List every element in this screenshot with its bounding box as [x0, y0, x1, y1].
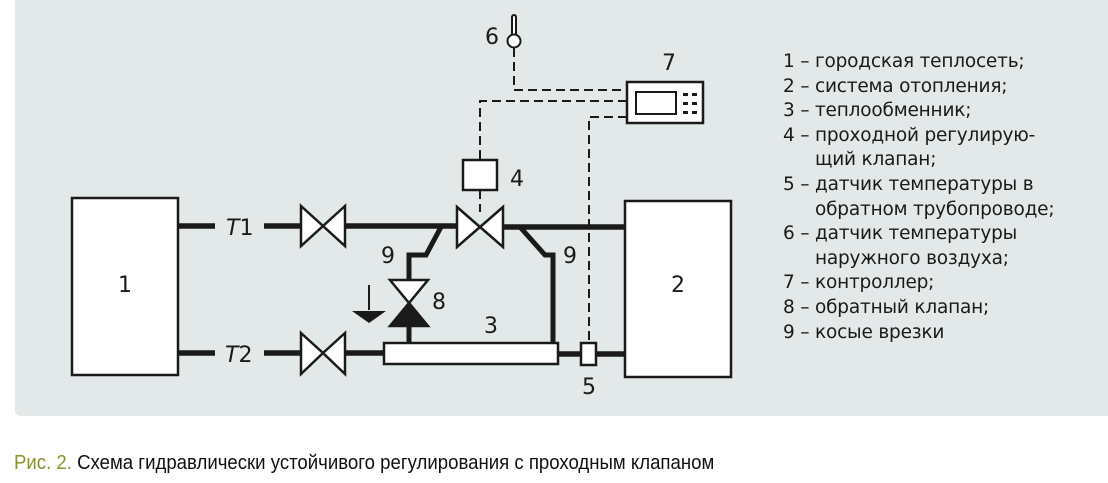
figure-title: Схема гидравлически устойчивого регулиро…: [77, 452, 715, 474]
legend: 1 – городская теплосеть; 2 – система ото…: [783, 50, 1108, 345]
legend-text: косые врезки: [814, 321, 945, 343]
legend-text: теплообменник;: [814, 100, 972, 122]
actuator-label: 4: [510, 167, 524, 192]
legend-text: контроллер;: [814, 272, 935, 294]
control-valve-icon: [455, 204, 505, 250]
heating-system-box: [623, 199, 733, 379]
controller-icon: [625, 80, 705, 125]
legend-item: 7 – контроллер;: [783, 271, 1108, 296]
legend-number: 4 –: [783, 124, 815, 146]
box-1-label: 1: [118, 273, 132, 298]
legend-number: 5 –: [783, 173, 815, 195]
check-valve-label: 8: [432, 290, 446, 315]
heat-exchanger-label: 3: [484, 314, 498, 339]
outdoor-sensor-label: 6: [485, 25, 499, 50]
bypass-pipe-left: [406, 225, 444, 281]
legend-number: 7 –: [783, 272, 815, 294]
legend-text: обратный клапан;: [814, 296, 990, 318]
legend-item: 9 – косые врезки: [783, 321, 1108, 346]
bypass-left-label: 9: [381, 244, 395, 269]
outdoor-thermometer-icon: [506, 14, 522, 49]
bypass-pipe-right: [518, 225, 556, 345]
heat-exchanger-box: [382, 341, 560, 366]
figure-caption: Рис. 2. Схема гидравлически устойчивого …: [14, 452, 714, 475]
legend-item: 3 – теплообменник;: [783, 99, 1108, 124]
city-heat-network-box: [70, 196, 180, 377]
flow-direction-arrow-icon: [352, 285, 386, 323]
legend-number: 9 –: [783, 321, 815, 343]
legend-item: 2 – система отопления;: [783, 75, 1108, 100]
controller-label: 7: [662, 51, 676, 76]
bypass-right-label: 9: [563, 244, 577, 269]
box-2-label: 2: [671, 273, 685, 298]
legend-item: 1 – городская теплосеть;: [783, 50, 1108, 75]
legend-number: 6 –: [783, 223, 815, 245]
legend-number: 8 –: [783, 296, 815, 318]
t2-label: T2: [225, 343, 252, 368]
legend-item: 4 – проходной регулирую-щий клапан;: [783, 124, 1108, 173]
legend-number: 2 –: [783, 75, 815, 97]
shutoff-valve-t1-icon: [299, 203, 347, 249]
diagram-background-panel: [15, 0, 1108, 416]
return-pipe-t2: [178, 350, 625, 357]
legend-text: городская теплосеть;: [814, 51, 1025, 72]
t1-label: T1: [226, 216, 253, 241]
legend-item: 8 – обратный клапан;: [783, 296, 1108, 321]
return-sensor-label: 5: [582, 375, 596, 400]
return-temp-sensor-box: [579, 341, 598, 367]
legend-text: проходной регулирую-щий клапан;: [814, 124, 1036, 171]
legend-number: 3 –: [783, 100, 815, 122]
shutoff-valve-t2-icon: [299, 330, 347, 377]
figure-number: Рис. 2.: [14, 452, 72, 474]
valve-actuator-box: [461, 158, 499, 192]
check-valve-icon: [387, 278, 431, 328]
signal-wires: [479, 48, 627, 343]
legend-text: система отопления;: [814, 75, 1008, 97]
legend-number: 1 –: [783, 51, 815, 72]
